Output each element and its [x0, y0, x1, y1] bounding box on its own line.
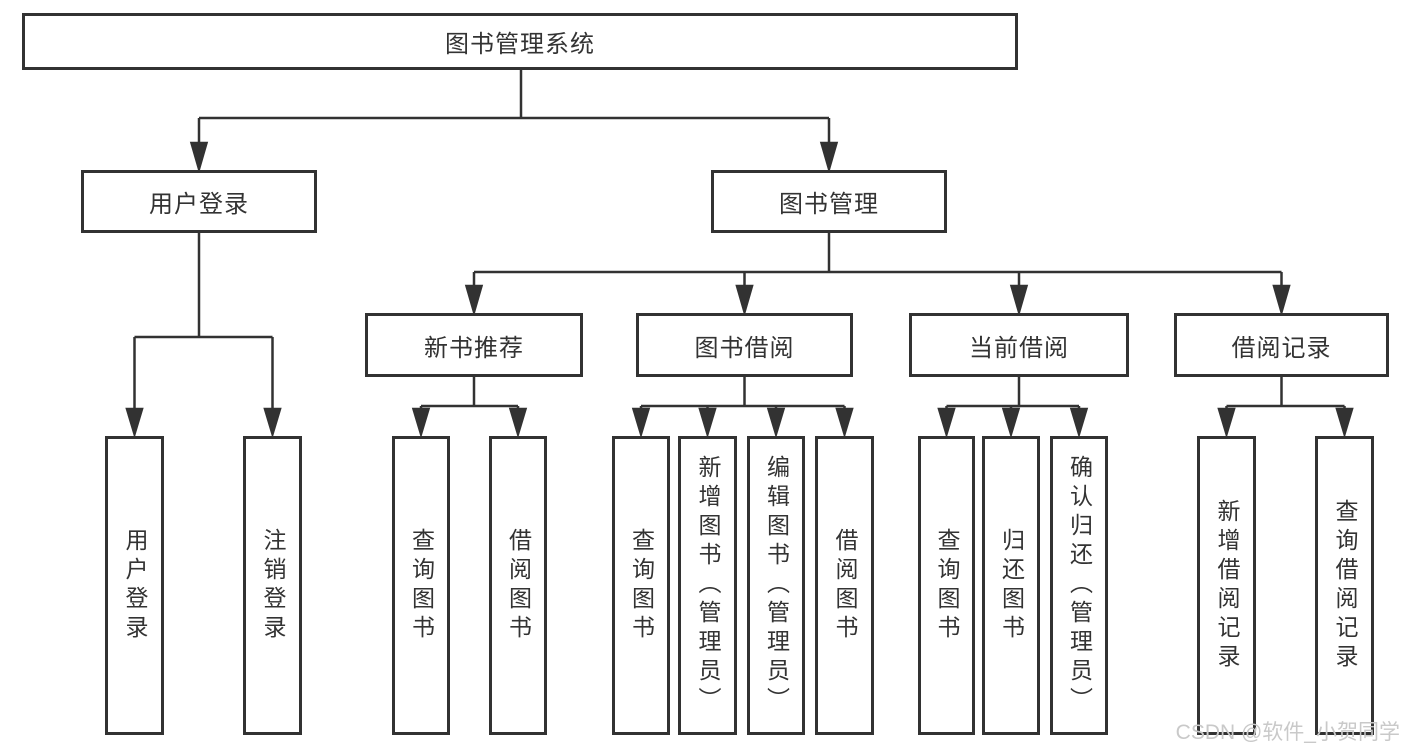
connector-root-to-level2 [189, 70, 839, 174]
node-user-login: 用户登录 [81, 170, 317, 233]
node-current-borrowing: 当前借阅 [909, 313, 1129, 377]
node-leaf-query-books-2: 查询图书 [612, 436, 670, 735]
node-label: 确认归还（管理员） [1066, 455, 1093, 716]
connector-borrowing-records-to-leaves [1217, 377, 1354, 439]
node-library-management-system: 图书管理系统 [22, 13, 1018, 70]
connector-book-management-to-level3 [464, 233, 1291, 317]
node-leaf-query-borrow-record: 查询借阅记录 [1315, 436, 1374, 735]
node-label: 查询图书 [408, 527, 435, 644]
node-leaf-borrow-books-2: 借阅图书 [815, 436, 874, 735]
node-book-management: 图书管理 [711, 170, 947, 233]
node-label: 图书管理 [779, 191, 879, 218]
node-borrowing-records: 借阅记录 [1174, 313, 1389, 377]
connector-book-borrowing-to-leaves [631, 377, 854, 439]
node-label: 归还图书 [998, 527, 1025, 644]
node-leaf-logout-login: 注销登录 [243, 436, 302, 735]
node-label: 编辑图书（管理员） [763, 455, 790, 716]
node-leaf-add-books-admin: 新增图书（管理员） [678, 436, 737, 735]
node-label: 查询图书 [934, 527, 960, 644]
node-label: 查询借阅记录 [1332, 498, 1358, 673]
node-label: 新增借阅记录 [1214, 498, 1240, 673]
connector-user-login-to-leaves [125, 233, 282, 439]
connector-new-book-to-leaves [411, 377, 528, 439]
node-leaf-add-borrow-record: 新增借阅记录 [1197, 436, 1256, 735]
node-label: 当前借阅 [969, 334, 1069, 362]
node-label: 借阅图书 [832, 527, 858, 644]
node-label: 图书管理系统 [445, 31, 595, 58]
node-label: 用户登录 [149, 191, 249, 218]
node-label: 新书推荐 [424, 334, 524, 362]
node-new-book-recommend: 新书推荐 [365, 313, 583, 377]
node-label: 图书借阅 [694, 334, 795, 362]
watermark-text: CSDN @软件_小贺同学 [1175, 721, 1400, 744]
node-label: 借阅图书 [505, 527, 532, 644]
node-label: 新增图书（管理员） [695, 455, 721, 716]
node-label: 查询图书 [628, 527, 655, 644]
node-book-borrowing: 图书借阅 [636, 313, 853, 377]
node-leaf-query-books-3: 查询图书 [918, 436, 975, 735]
node-leaf-edit-books-admin: 编辑图书（管理员） [747, 436, 805, 735]
node-leaf-return-books: 归还图书 [982, 436, 1040, 735]
connector-current-borrowing-to-leaves [937, 377, 1089, 439]
node-label: 借阅记录 [1231, 334, 1332, 362]
node-leaf-confirm-return-admin: 确认归还（管理员） [1050, 436, 1108, 735]
node-leaf-user-login: 用户登录 [105, 436, 164, 735]
node-label: 用户登录 [122, 527, 148, 644]
node-label: 注销登录 [260, 527, 286, 644]
node-leaf-borrow-books-1: 借阅图书 [489, 436, 547, 735]
node-leaf-query-books-1: 查询图书 [392, 436, 450, 735]
